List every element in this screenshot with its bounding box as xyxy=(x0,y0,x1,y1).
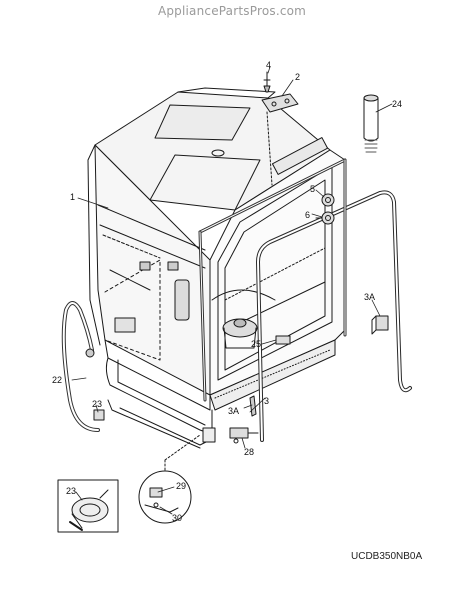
callout-23-hose: 23 xyxy=(92,399,102,409)
callout-1: 1 xyxy=(70,192,75,202)
callout-25: 25 xyxy=(251,339,261,349)
door-seal-gasket xyxy=(256,190,412,442)
top-bracket xyxy=(261,71,299,186)
callout-3a-lower: 3A xyxy=(228,406,239,416)
callout-23-inset: 23 xyxy=(66,486,76,496)
side-fittings xyxy=(315,193,335,225)
callout-3a-upper: 3A xyxy=(364,292,375,302)
tub-body xyxy=(87,87,346,411)
seal-clip-lower xyxy=(229,395,259,444)
inset-float-switch xyxy=(138,434,201,524)
callout-22: 22 xyxy=(52,375,62,385)
callout-5: 5 xyxy=(310,184,315,194)
vent-tube xyxy=(363,94,379,153)
callout-28: 28 xyxy=(244,447,254,457)
callout-30: 30 xyxy=(172,513,182,523)
callout-3: 3 xyxy=(264,396,269,406)
callout-labels: 1 2 3 3A 3A 4 5 6 22 23 23 24 25 28 29 3… xyxy=(52,60,402,523)
tub-rim-seal xyxy=(198,158,347,402)
callout-2: 2 xyxy=(295,72,300,82)
site-watermark: AppliancePartsPros.com xyxy=(157,4,307,18)
callout-24: 24 xyxy=(392,99,402,109)
drain-hose xyxy=(61,301,105,432)
callout-6: 6 xyxy=(305,210,310,220)
callout-29: 29 xyxy=(176,481,186,491)
model-code: UCDB350NB0A xyxy=(351,551,423,562)
inset-clamp-23 xyxy=(57,479,119,533)
callout-leaders xyxy=(71,66,393,515)
seal-clip-upper xyxy=(371,315,389,335)
sump-part-25 xyxy=(275,335,291,345)
callout-4: 4 xyxy=(266,60,271,70)
lower-bracket xyxy=(105,357,216,449)
